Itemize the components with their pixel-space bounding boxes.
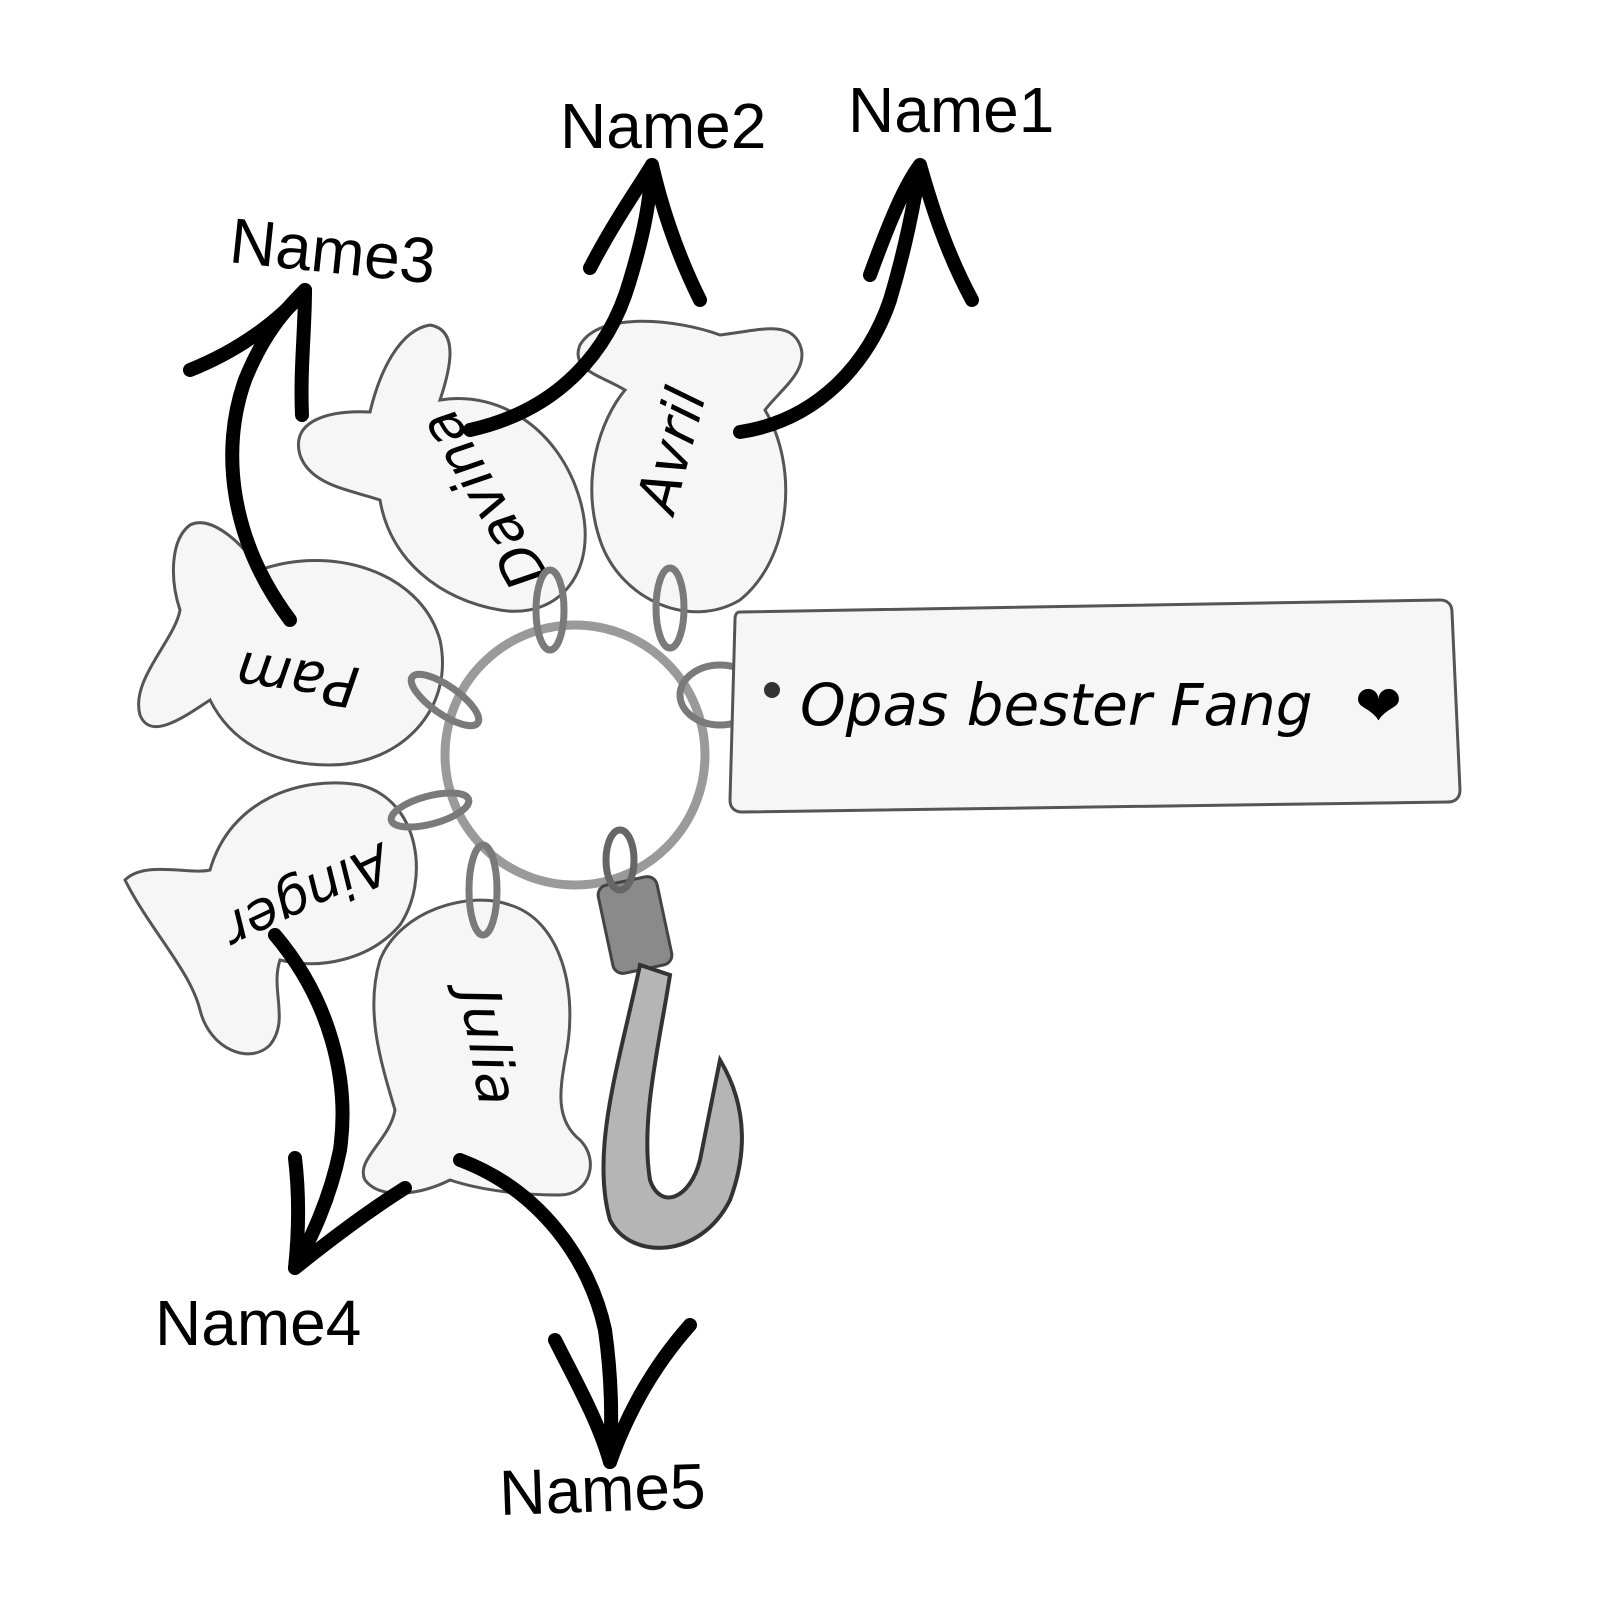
fish-tag-avril: Avril <box>576 319 804 652</box>
label-name2: Name2 <box>560 90 766 162</box>
fish-hook-icon <box>596 826 744 1250</box>
arrow-name1 <box>733 158 927 439</box>
arrowhead-name1 <box>863 158 979 307</box>
fish-tag-ainger: Ainger <box>123 781 473 1056</box>
jump-ring <box>465 841 501 939</box>
bar-tag: Opas bester Fang ❤ <box>676 598 1462 814</box>
label-name1: Name1 <box>848 74 1054 146</box>
annotation-arrows <box>183 158 979 1469</box>
arrowhead-name5 <box>548 1318 697 1469</box>
bar-tag-text: Opas bester Fang <box>800 671 1313 739</box>
heart-icon: ❤ <box>1355 674 1402 739</box>
arrowhead-name4 <box>288 1151 412 1275</box>
fish-tag-julia: Julia <box>361 841 592 1197</box>
label-name4: Name4 <box>155 1287 361 1359</box>
fish-tag-pam: Pam <box>137 521 483 767</box>
tag-hole <box>764 682 780 698</box>
label-name5: Name5 <box>498 1450 707 1529</box>
jump-ring <box>407 670 483 730</box>
label-name3: Name3 <box>227 204 440 297</box>
key-ring <box>440 620 710 890</box>
arrow-name2 <box>463 158 659 437</box>
arrow-name4 <box>268 928 350 1275</box>
arrow-name5 <box>453 1153 619 1469</box>
jump-ring <box>532 566 568 654</box>
jump-ring <box>387 789 473 831</box>
arrowhead-name3 <box>183 283 312 422</box>
arrowhead-name2 <box>583 158 707 307</box>
jump-ring <box>652 564 688 652</box>
